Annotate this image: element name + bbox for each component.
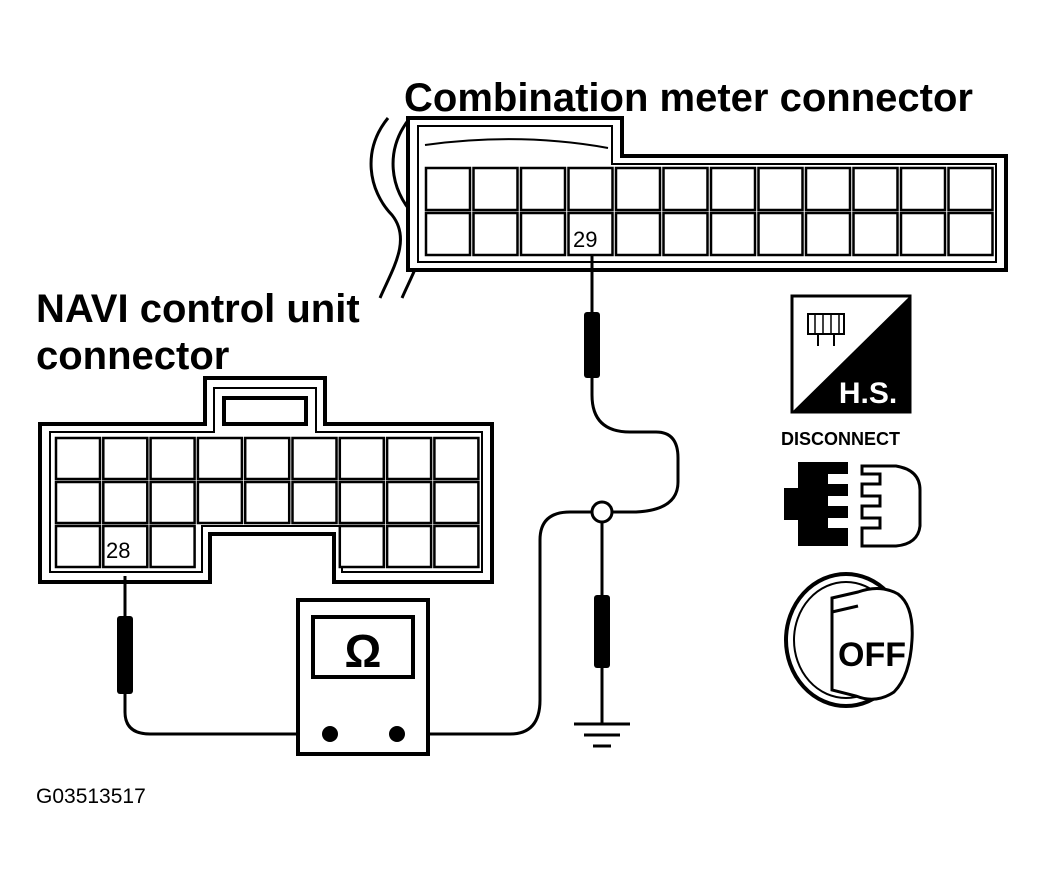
connector-cavity: [899, 211, 947, 257]
ignition-off-icon: [784, 572, 914, 708]
probe-body-29: [584, 312, 600, 378]
connector-cavity: [567, 211, 614, 257]
navi-connector-label-line1: NAVI control unit: [36, 287, 360, 331]
connector-cavity: [196, 436, 244, 481]
connector-cavity: [433, 436, 480, 481]
connector-cavity: [757, 211, 804, 257]
combination-meter-connector-label: Combination meter connector: [404, 76, 973, 120]
connector-cavity: [519, 166, 567, 212]
connector-cavity: [102, 480, 149, 525]
connector-cavity: [243, 480, 291, 525]
ohmmeter-icon: [296, 598, 430, 756]
connector-cavity: [338, 436, 386, 481]
connector-cavity: [433, 524, 480, 569]
connector-cavity: [804, 211, 852, 257]
connector-cavity: [149, 480, 196, 525]
connector-cavity: [243, 436, 291, 481]
connector-cavity: [852, 211, 899, 257]
harness-side-icon: [790, 294, 912, 414]
connector-cavity: [757, 166, 804, 212]
connector-cavity: [947, 211, 994, 257]
connector-cavity: [385, 480, 433, 525]
connector-cavity: [291, 480, 338, 525]
probe-body-28: [117, 616, 133, 694]
combination-meter-cavity-grid: [424, 166, 994, 257]
probe-body-ground: [594, 595, 610, 668]
connector-cavity: [662, 166, 709, 212]
connector-cavity: [662, 211, 709, 257]
connector-cavity: [519, 211, 567, 257]
ohm-symbol: Ω: [345, 625, 382, 677]
navi-connector-label-line2: connector: [36, 334, 229, 378]
connector-cavity: [291, 436, 338, 481]
connector-cavity: [102, 524, 149, 569]
combination-meter-connector: [369, 116, 1008, 299]
connector-cavity: [709, 211, 757, 257]
connector-cavity: [149, 524, 196, 569]
connector-cavity: [385, 436, 433, 481]
hs-badge-text: H.S.: [839, 377, 897, 410]
connector-cavity: [567, 166, 614, 212]
connector-cavity: [149, 436, 196, 481]
connector-cavity: [614, 166, 662, 212]
junction-node: [590, 500, 614, 524]
connector-cavity: [472, 211, 519, 257]
connector-cavity: [424, 166, 472, 212]
connector-cavity: [54, 480, 102, 525]
connector-cavity: [899, 166, 947, 212]
connector-cavity: [54, 524, 102, 569]
connector-cavity: [338, 524, 386, 569]
connector-cavity: [338, 480, 386, 525]
probe-wires: [123, 254, 680, 736]
connector-cavity: [614, 211, 662, 257]
connector-cavity: [433, 480, 480, 525]
connector-cavity: [385, 524, 433, 569]
connector-cavity: [709, 166, 757, 212]
connector-cavity: [424, 211, 472, 257]
figure-code: G03513517: [36, 785, 146, 808]
ignition-off-text: OFF: [838, 636, 906, 674]
connector-cavity: [196, 480, 244, 525]
navi-control-unit-connector: [38, 376, 494, 584]
connector-cavity: [947, 166, 994, 212]
connector-cavity: [472, 166, 519, 212]
pin-29-label: 29: [573, 227, 597, 252]
connector-cavity: [54, 436, 102, 481]
connector-cavity: [102, 436, 149, 481]
disconnect-label: DISCONNECT: [781, 429, 900, 449]
ground-icon: [574, 722, 630, 748]
connector-cavity: [804, 166, 852, 212]
connector-cavity: [852, 166, 899, 212]
pin-28-label: 28: [106, 538, 130, 563]
navi-cavity-grid: [54, 436, 480, 569]
disconnect-connector-icon: [784, 462, 922, 548]
